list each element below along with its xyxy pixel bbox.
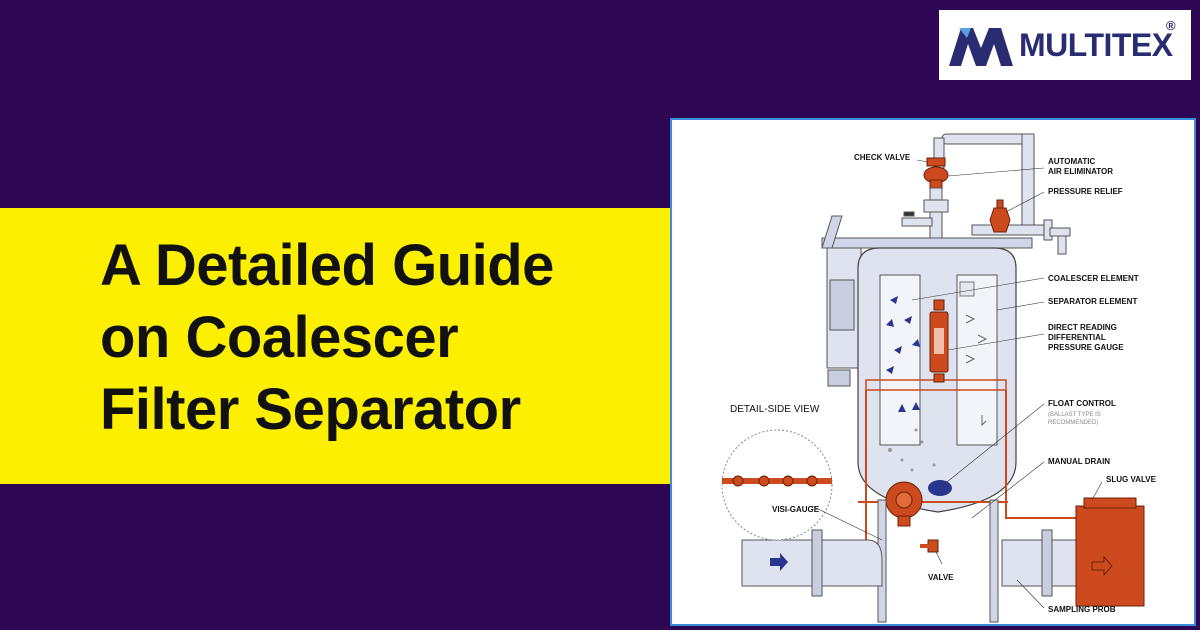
label-float-note-2: RECOMMENDED) <box>1048 420 1098 426</box>
label-separator-element: SEPARATOR ELEMENT <box>1048 297 1137 306</box>
label-pressure-relief: PRESSURE RELIEF <box>1048 187 1123 196</box>
label-valve: VALVE <box>928 573 954 582</box>
title-line-2: on Coalescer <box>100 305 459 370</box>
check-valve <box>923 157 949 189</box>
brand-logo[interactable]: MULTITEX ® <box>939 10 1191 80</box>
label-detail-side-view: DETAIL-SIDE VIEW <box>730 404 820 415</box>
vessel-legs <box>877 499 999 623</box>
label-manual-drain: MANUAL DRAIN <box>1048 457 1110 466</box>
label-air-eliminator-1: AUTOMATIC <box>1048 157 1095 166</box>
brand-name: MULTITEX <box>1019 27 1173 63</box>
outlet-pipe <box>1001 497 1145 607</box>
side-supports <box>826 247 862 387</box>
label-float-control: FLOAT CONTROL <box>1048 399 1116 408</box>
page-title: A Detailed Guide on Coalescer Filter Sep… <box>100 230 660 446</box>
title-line-3: Filter Separator <box>100 377 521 442</box>
inlet-pipe <box>741 529 883 597</box>
label-coalescer-element: COALESCER ELEMENT <box>1048 274 1139 283</box>
callout-labels: CHECK VALVE AUTOMATIC AIR ELIMINATOR PRE… <box>730 153 1157 614</box>
coalescer-diagram: CHECK VALVE AUTOMATIC AIR ELIMINATOR PRE… <box>721 133 1157 623</box>
label-slug-valve: SLUG VALVE <box>1106 475 1157 484</box>
label-dp-gauge-2: DIFFERENTIAL <box>1048 333 1106 342</box>
flow-arrows-separator <box>965 314 988 427</box>
registered-mark: ® <box>1166 18 1176 33</box>
label-air-eliminator-2: AIR ELIMINATOR <box>1048 167 1113 176</box>
headline-banner <box>0 208 671 484</box>
label-dp-gauge-1: DIRECT READING <box>1048 323 1117 332</box>
top-platform <box>821 237 1033 249</box>
label-visi-gauge: VISI-GAUGE <box>772 505 820 514</box>
detail-side-view <box>721 429 833 541</box>
dp-gauge <box>929 299 949 383</box>
label-sampling-prob: SAMPLING PROB <box>1048 605 1116 614</box>
label-check-valve: CHECK VALVE <box>854 153 911 162</box>
label-dp-gauge-3: PRESSURE GAUGE <box>1048 343 1124 352</box>
title-line-1: A Detailed Guide <box>100 233 554 298</box>
leader-lines <box>811 159 1103 609</box>
multitex-m-logo-icon <box>949 28 1013 66</box>
top-vent-piping <box>933 133 1035 230</box>
float-control <box>885 480 952 527</box>
label-float-note-1: (BALLAST TYPE IS <box>1048 412 1101 418</box>
manual-drain-valve <box>920 539 939 553</box>
vent-column <box>901 187 949 241</box>
coalescer-element <box>879 274 921 446</box>
separator-element <box>956 274 998 446</box>
flow-arrows <box>886 296 920 412</box>
diagram-frame: CHECK VALVE AUTOMATIC AIR ELIMINATOR PRE… <box>670 118 1196 626</box>
pressure-relief-valve <box>971 199 1071 255</box>
